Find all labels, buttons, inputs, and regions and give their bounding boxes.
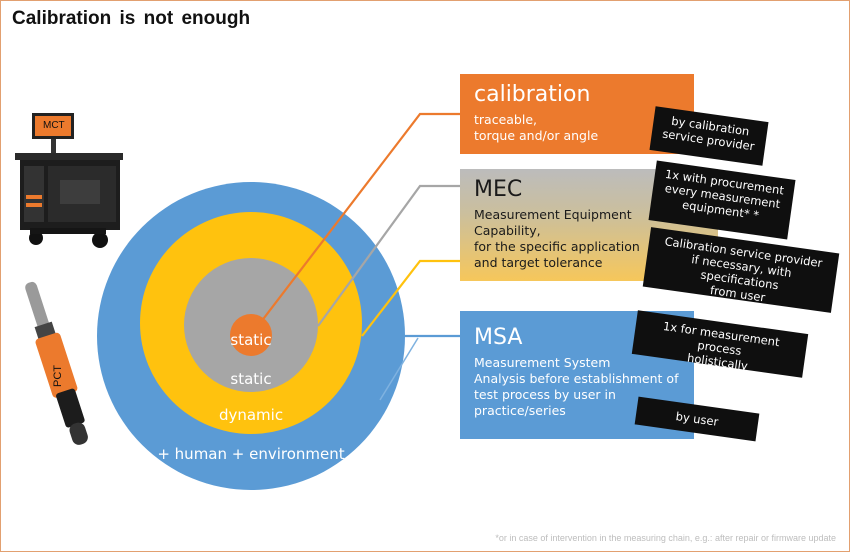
calibration-heading: calibration [474, 82, 591, 107]
mct-cart-image [15, 113, 123, 248]
mec-line-3: for the specific application [474, 239, 640, 254]
ring-label-inner-static: static [230, 331, 272, 349]
msa-line-1: Measurement System [474, 355, 611, 370]
msa-line-4: practice/series [474, 403, 566, 418]
calibration-line-2: torque and/or angle [474, 128, 599, 143]
mec-heading: MEC [474, 177, 523, 202]
msa-line-3: test process by user in [474, 387, 616, 402]
msa-heading: MSA [474, 325, 523, 350]
ring-label-dynamic: dynamic [218, 406, 284, 424]
connector-mec-yellow [361, 259, 460, 337]
footnote: *or in case of intervention in the measu… [495, 533, 836, 543]
pct-wrench-image [25, 281, 88, 445]
mct-label: MCT [43, 120, 65, 131]
slide-title: Calibration is not enough [12, 8, 251, 29]
ring-label-human-environment: + human + environment [157, 445, 345, 463]
connector-mec-gray [317, 184, 460, 327]
msa-line-2: Analysis before establishment of [474, 371, 679, 386]
pct-label: PCT [52, 365, 64, 387]
connector-calibration [250, 112, 460, 336]
connector-msa-diagonal [379, 337, 419, 401]
mec-line-2: Capability, [474, 223, 541, 238]
mec-line-4: and target tolerance [474, 255, 603, 270]
mec-line-1: Measurement Equipment [474, 207, 632, 222]
calibration-line-1: traceable, [474, 112, 537, 127]
ring-label-gray-static: static [230, 370, 272, 388]
